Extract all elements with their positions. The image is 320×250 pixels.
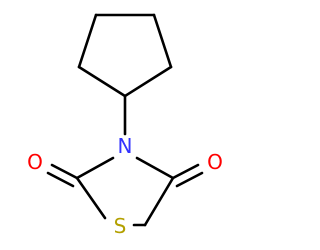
bond-c2-s (75, 176, 107, 220)
carbonyl-c2 (46, 163, 79, 188)
bond-cp-top-right (152, 13, 173, 69)
atom-sulfur: S (114, 214, 127, 238)
bond-c4-o-b (175, 171, 204, 188)
molecule-structure: N O O S (27, 13, 223, 238)
carbonyl-c4 (171, 163, 204, 188)
bond-cp-left-top (77, 13, 98, 69)
atom-nitrogen: N (118, 134, 133, 158)
bond-cp-right-attach (123, 65, 173, 98)
bond-c2-o-a (50, 163, 79, 180)
bond-n-c4 (135, 156, 175, 180)
bond-c4-c5 (143, 176, 175, 227)
atom-oxygen-left: O (27, 150, 43, 174)
thiazolidine-ring (75, 156, 175, 227)
bond-n-c2 (75, 156, 115, 180)
cyclopentyl-ring (77, 13, 173, 98)
bond-c4-o-a (171, 163, 200, 180)
bond-c2-o-b (46, 171, 75, 188)
bond-cp-attach-left (77, 65, 127, 98)
atom-oxygen-right: O (207, 150, 223, 174)
